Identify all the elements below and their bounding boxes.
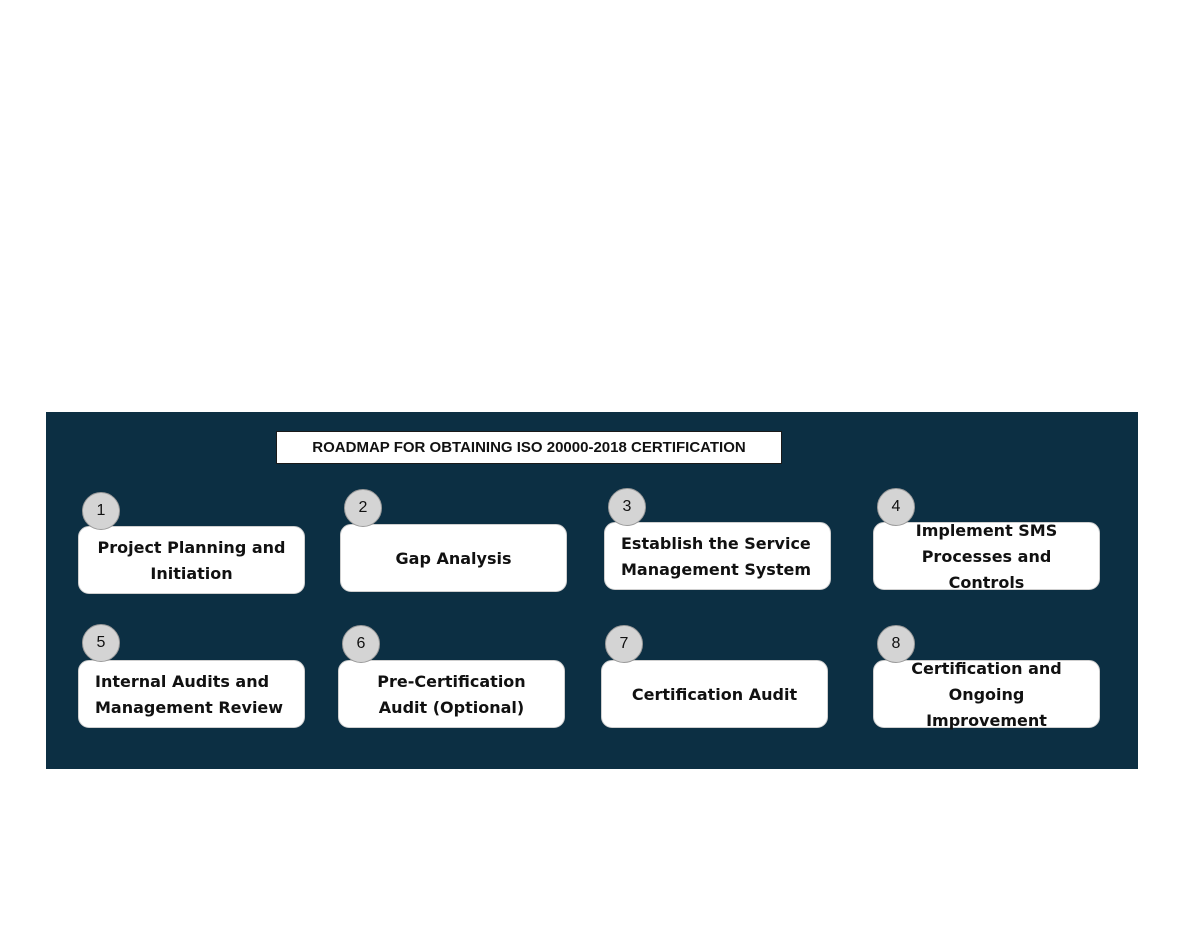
step-label: Internal Audits and Management Review <box>78 660 305 728</box>
step-7: 7 Certification Audit <box>601 625 828 728</box>
step-label: Project Planning and Initiation <box>78 526 305 594</box>
step-number-badge: 8 <box>877 625 915 663</box>
step-number-badge: 7 <box>605 625 643 663</box>
step-label: Certification Audit <box>601 660 828 728</box>
step-label: Pre-Certification Audit (Optional) <box>338 660 565 728</box>
step-number-badge: 1 <box>82 492 120 530</box>
step-number-badge: 6 <box>342 625 380 663</box>
step-3: 3 Establish the Service Management Syste… <box>604 488 831 590</box>
roadmap-panel: ROADMAP FOR OBTAINING ISO 20000-2018 CER… <box>46 412 1138 769</box>
step-number-badge: 4 <box>877 488 915 526</box>
step-label: Establish the Service Management System <box>604 522 831 590</box>
step-1: 1 Project Planning and Initiation <box>78 492 305 594</box>
step-label: Gap Analysis <box>340 524 567 592</box>
step-number-badge: 3 <box>608 488 646 526</box>
step-number-badge: 5 <box>82 624 120 662</box>
step-2: 2 Gap Analysis <box>340 489 567 592</box>
step-label: Certification and Ongoing Improvement <box>873 659 1100 730</box>
step-6: 6 Pre-Certification Audit (Optional) <box>338 625 565 728</box>
step-5: 5 Internal Audits and Management Review <box>78 624 305 728</box>
step-label: Implement SMS Processes and Controls <box>873 521 1100 592</box>
step-8: 8 Certification and Ongoing Improvement <box>873 625 1100 730</box>
roadmap-title: ROADMAP FOR OBTAINING ISO 20000-2018 CER… <box>276 431 782 464</box>
step-4: 4 Implement SMS Processes and Controls <box>873 488 1100 592</box>
step-number-badge: 2 <box>344 489 382 527</box>
